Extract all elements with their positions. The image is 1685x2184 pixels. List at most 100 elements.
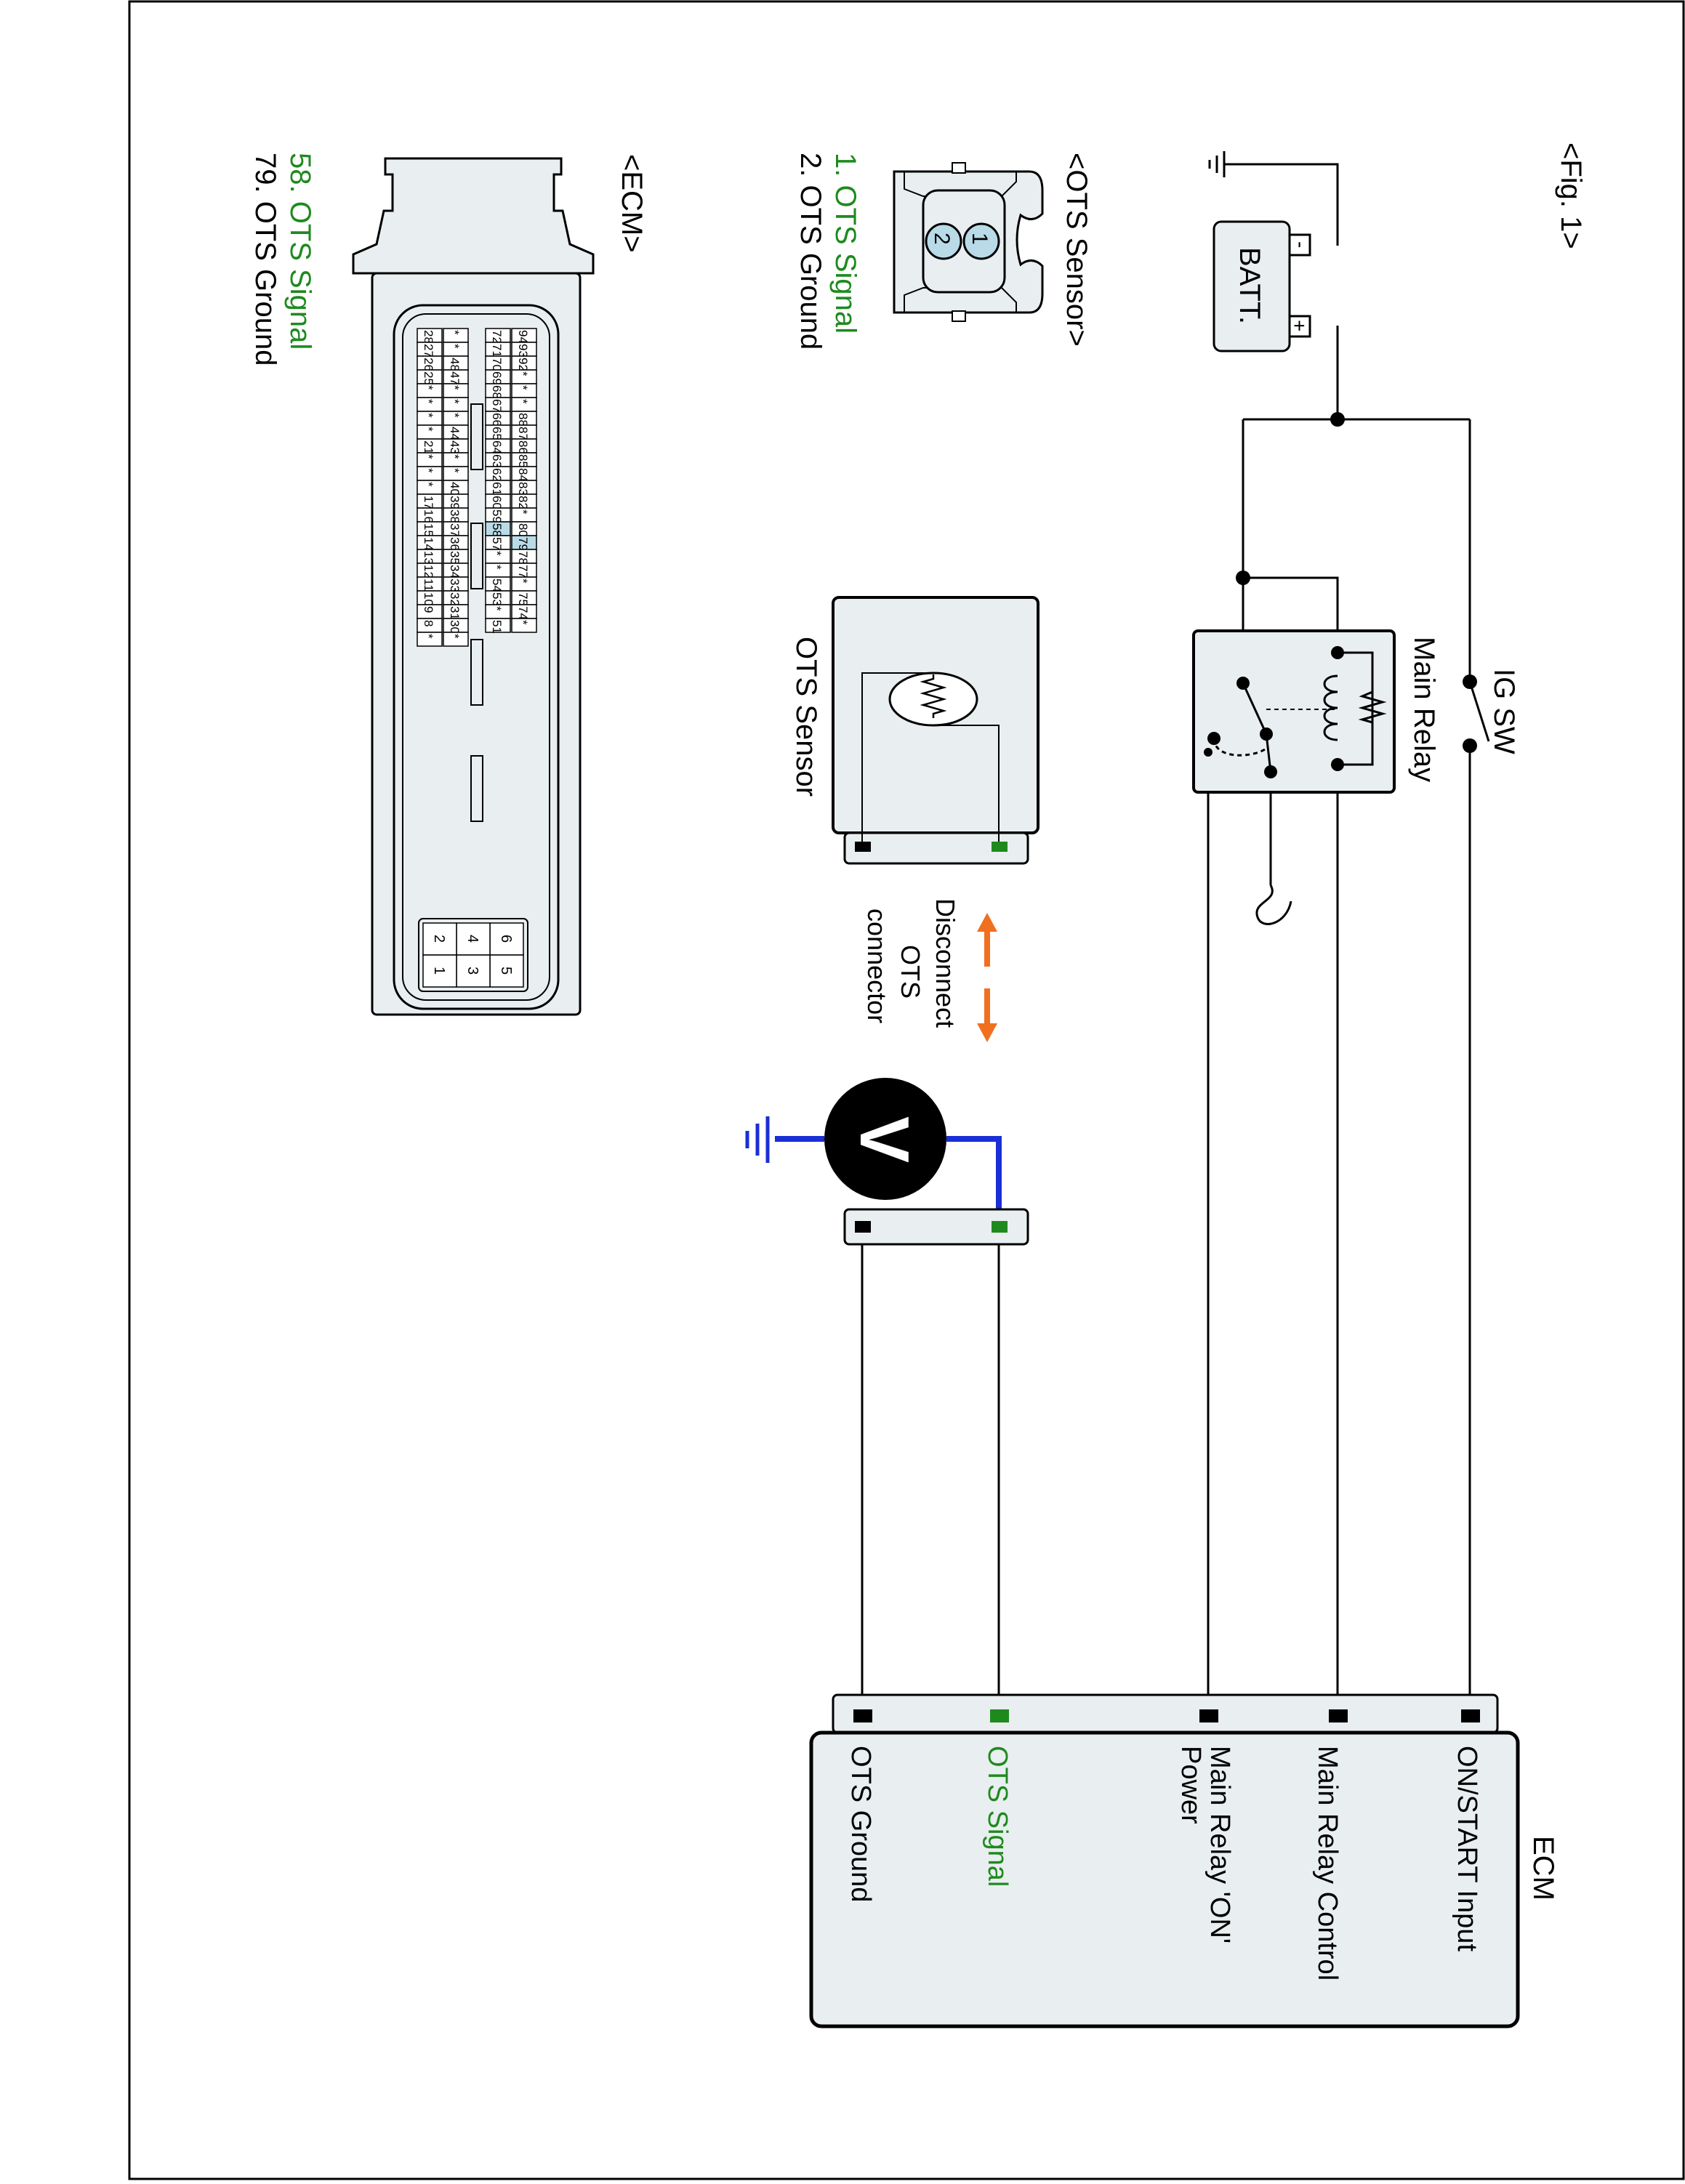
ecm-unit: ECM ON/START Input Main Relay Control Ma… [809, 1693, 1559, 2028]
ecm-pin-number: 17 [422, 496, 435, 509]
ecm-pin-number: * [422, 482, 435, 487]
ecm-pin-main-relay-on-power [1199, 1709, 1218, 1722]
ecm-pin-number: 44 [448, 427, 462, 440]
ecm-pin-label-on-start: ON/START Input [1452, 1746, 1482, 1951]
ecm-pin-number: * [448, 634, 462, 639]
ots-sensor-connector [843, 831, 1029, 865]
ecm-pin-number: 47 [448, 371, 462, 385]
voltmeter-body [824, 1078, 946, 1200]
battery-plus-sign: + [1288, 320, 1311, 331]
ecm-pin-number: 86 [516, 440, 530, 454]
ecm-pin-number: 58 [490, 523, 504, 537]
ecm-pin-number: * [422, 399, 435, 404]
ecm-pin-number: * [490, 565, 504, 570]
ig-switch-label: IG SW [1488, 669, 1520, 754]
ecm-pin-number: 66 [490, 413, 504, 427]
ecm-pin-number: 72 [490, 330, 504, 344]
ecm-pin-number: * [516, 579, 530, 584]
ecm-connector-shroud-inner [402, 313, 550, 1001]
ecm-pin-number: * [490, 606, 504, 611]
ots-connector-pin-number: 2 [930, 233, 954, 245]
disconnect-text-line3: connector [862, 908, 892, 1023]
ecm-pin-number: 33 [448, 579, 462, 592]
relay-coil-icon [1323, 674, 1338, 741]
ig-switch-blade [1468, 681, 1490, 742]
ecm-pin-number: 15 [422, 523, 435, 537]
ecm-pin-number: 61 [490, 482, 504, 496]
ots-connector-key [952, 162, 966, 174]
junction-dot [1330, 412, 1345, 427]
figure-label: <Fig. 1> [1555, 142, 1587, 249]
ecm-power-pin-cell [422, 954, 457, 988]
relay-coil-frame [1338, 651, 1374, 766]
main-relay-body [1192, 629, 1396, 794]
ecm-pin-on-start [1461, 1709, 1480, 1722]
ig-switch-contact [1463, 738, 1477, 753]
ecm-body [809, 1730, 1520, 2028]
ecm-connector-plug [352, 157, 595, 275]
ots-sensor: OTS Sensor [790, 596, 1039, 865]
ecm-pin-number: * [448, 330, 462, 335]
ecm-pin-number: 80 [516, 523, 530, 537]
ecm-pin-ots-signal [990, 1709, 1009, 1722]
ecm-pin-number: 11 [422, 579, 435, 592]
ots-sensor-internal-wire [861, 672, 933, 842]
ecm-pin-number: 10 [422, 592, 435, 606]
ots-connector-pin-label-ground: 2. OTS Ground [795, 153, 827, 350]
ots-sensor-pin-ground [855, 842, 871, 852]
ecm-pin-number: 13 [422, 551, 435, 565]
relay-switch-blade [1242, 682, 1268, 735]
relay-resistor-icon [1358, 690, 1387, 724]
ecm-pin-number: 85 [516, 454, 530, 468]
ots-sensor-internal-wire [933, 725, 1000, 842]
battery-negative-terminal [1288, 233, 1311, 257]
junction-dots [1236, 412, 1345, 585]
ecm-title: ECM [1527, 1836, 1559, 1901]
disconnect-text-line1: Disconnect [930, 898, 960, 1028]
ecm-pin-number: 32 [448, 592, 462, 606]
ecm-pin-number: 69 [490, 371, 504, 385]
ots-connector-face: <OTS Sensor> 2 1 1. OTS Signal 2. OTS Gr… [795, 153, 1093, 350]
ecm-power-pin-number: 4 [465, 935, 480, 943]
ecm-pin-number: * [516, 385, 530, 390]
ecm-pin-cell [485, 618, 511, 633]
battery: BATT. - + [1208, 151, 1312, 352]
ecm-pin-number: 63 [490, 454, 504, 468]
disconnect-indicator: Disconnect OTS connector [862, 898, 997, 1042]
ecm-pin-number: 60 [490, 496, 504, 509]
main-relay-label: Main Relay [1408, 637, 1440, 782]
ecm-pin-number: 14 [422, 537, 435, 551]
ecm-connector-strip [832, 1693, 1499, 1734]
battery-label: BATT. [1234, 247, 1266, 324]
ecm-pin-number: 59 [490, 509, 504, 523]
ecm-power-block [418, 918, 528, 992]
ecm-pin-number: 35 [448, 551, 462, 565]
ecm-pin-number: 51 [490, 620, 504, 634]
ecm-pin-number: 82 [516, 496, 530, 509]
ecm-pin-number: * [448, 413, 462, 418]
battery-minus-sign: - [1290, 241, 1312, 248]
ecm-pin-cell [511, 618, 537, 633]
ecm-pin-number: 53 [490, 592, 504, 606]
voltmeter-ground-icon [745, 1116, 770, 1163]
harness-pin-signal [992, 1221, 1008, 1233]
ecm-pin-main-relay-control [1329, 1709, 1348, 1722]
ecm-pin-number: * [422, 634, 435, 639]
ecm-pin-number: 31 [448, 606, 462, 620]
battery-ground-wire [1224, 163, 1339, 246]
disconnect-arrow-icon [977, 988, 997, 1042]
disconnect-arrow-icon [977, 913, 997, 967]
voltmeter: V [745, 1078, 1002, 1224]
ecm-connector-key-bar [470, 523, 483, 589]
ecm-pin-number: 75 [516, 592, 530, 606]
ecm-pin-number: 43 [448, 440, 462, 454]
ots-connector-pin-2 [925, 222, 962, 260]
ecm-pin-number: * [516, 620, 530, 625]
ecm-connector-pin-label-signal: 58. OTS Signal [284, 153, 316, 350]
ecm-power-pin-cell [456, 954, 491, 988]
ecm-pin-number: 40 [448, 482, 462, 496]
ecm-pin-label-main-relay-control: Main Relay Control [1312, 1746, 1343, 1980]
ecm-pin-number: * [490, 551, 504, 556]
